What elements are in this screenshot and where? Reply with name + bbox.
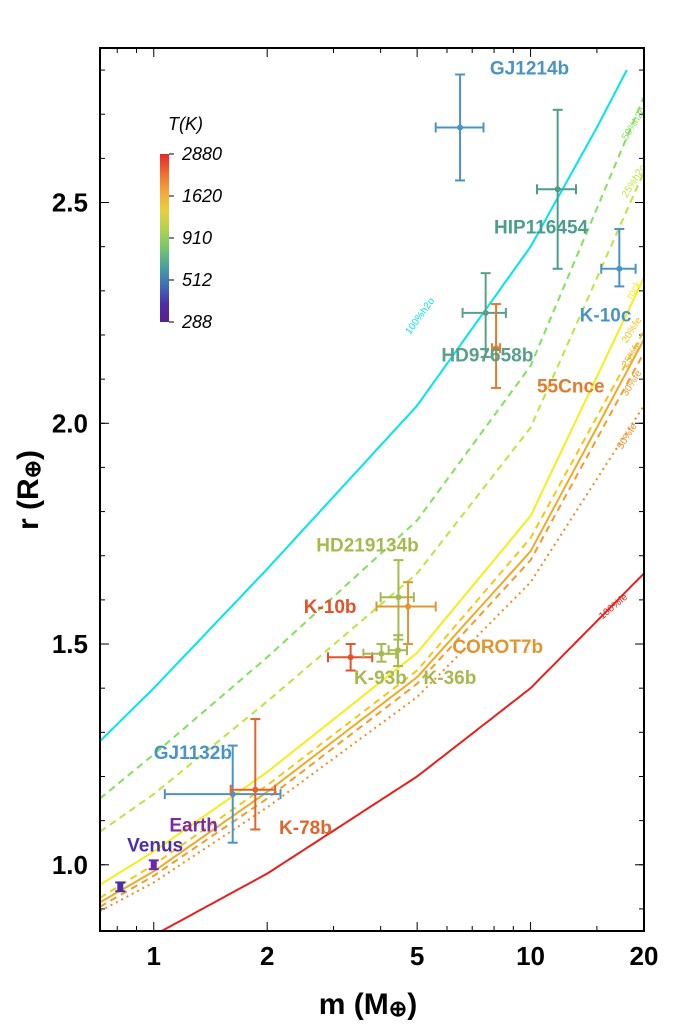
planet-label-HD219134b: HD219134b	[316, 535, 418, 556]
planet-point-K-10c	[600, 228, 637, 288]
planet-marker	[457, 124, 464, 131]
planet-label-GJ1214b: GJ1214b	[490, 58, 569, 79]
planet-point-HIP116454	[535, 108, 578, 270]
colorbar-title: T(K)	[168, 114, 203, 134]
planet-label-55Cnce: 55Cnce	[537, 376, 605, 397]
curve-rock	[100, 277, 644, 886]
planet-labels: GJ1214bHIP116454K-10cHD97658b55CnceHD219…	[127, 58, 632, 856]
planet-point-Earth	[148, 859, 159, 871]
y-tick-label: 1.0	[52, 850, 88, 880]
curve-label-50%fe: 50%fe	[615, 421, 640, 451]
curve-100%fe	[161, 572, 644, 931]
planet-marker	[493, 345, 500, 352]
planet-label-K-78b: K-78b	[279, 818, 332, 839]
planet-label-GJ1132b: GJ1132b	[154, 743, 232, 764]
curve-25%fe	[100, 338, 644, 904]
x-axis-title: m (M⊕)	[319, 988, 417, 1021]
colorbar-tick-label: 512	[182, 270, 212, 290]
colorbar-tick-labels: 2880 1620 910 512 288	[169, 144, 222, 332]
y-tick-label: 1.5	[52, 629, 88, 659]
planet-marker	[482, 309, 489, 316]
planet-marker	[252, 786, 259, 793]
composition-curves	[100, 69, 644, 931]
planet-points	[115, 73, 637, 893]
colorbar-tick-label: 288	[181, 312, 212, 332]
plot-frame	[99, 47, 645, 932]
x-tick-label: 5	[410, 941, 424, 971]
planet-label-COROT7b: COROT7b	[452, 637, 543, 658]
planet-marker	[554, 186, 561, 193]
planet-point-HD97658b	[461, 272, 507, 359]
tick-marks	[100, 48, 645, 931]
planet-label-Earth: Earth	[169, 816, 218, 837]
curve-100%h2o	[100, 69, 628, 742]
curve-25%h2o	[100, 171, 644, 833]
planet-point-Venus	[115, 881, 126, 893]
temperature-colorbar: T(K) 2880 1620 910 512 288	[160, 114, 222, 332]
planet-marker	[347, 654, 354, 661]
x-tick-label: 2	[260, 941, 274, 971]
planet-marker	[395, 647, 402, 654]
planet-label-K-93b: K-93b	[354, 668, 407, 689]
planet-marker	[378, 650, 385, 657]
planet-label-HD97658b: HD97658b	[441, 345, 533, 366]
planet-point-GJ1132b	[163, 744, 282, 844]
y-tick-label: 2.5	[52, 188, 88, 218]
curve-label-100%fe: 100%fe	[597, 592, 630, 623]
planet-label-K-10b: K-10b	[304, 597, 357, 618]
x-tick-label: 10	[516, 941, 545, 971]
curve-label-30%fe: 30%fe	[620, 368, 645, 398]
colorbar-tick-label: 1620	[182, 186, 222, 206]
y-axis-title: r (R⊕)	[12, 450, 45, 530]
planet-marker	[395, 594, 402, 601]
x-tick-label: 1	[147, 941, 161, 971]
colorbar-scale	[160, 154, 169, 322]
curve-30%fe	[100, 352, 644, 908]
y-tick-label: 2.0	[52, 408, 88, 438]
planet-label-K-36b: K-36b	[424, 668, 477, 689]
planet-label-K-10c: K-10c	[580, 306, 632, 327]
colorbar-tick-label: 2880	[181, 144, 222, 164]
x-tick-label: 20	[630, 941, 659, 971]
planet-marker	[117, 882, 124, 892]
planet-label-Venus: Venus	[127, 836, 183, 857]
curve-50%h2o	[100, 96, 644, 800]
planet-marker	[150, 860, 157, 870]
planet-point-COROT7b	[375, 581, 437, 646]
curve-20%fe	[100, 330, 644, 899]
planet-point-K-36b	[387, 634, 409, 668]
planet-point-K-10b	[326, 643, 374, 672]
planet-point-K-93b	[362, 643, 398, 663]
planet-point-GJ1214b	[434, 73, 485, 182]
tick-labels: 1 2 5 10 20 1.0 1.5 2.0 2.5	[52, 188, 659, 971]
planet-label-HIP116454: HIP116454	[494, 217, 588, 238]
planet-point-55Cnce	[490, 303, 502, 389]
planet-point-HD219134b	[379, 559, 415, 641]
planet-marker	[405, 603, 412, 610]
planet-point-K-78b	[229, 718, 277, 831]
curve-label-100%h2o: 100%h2o	[404, 296, 438, 337]
curve-label-25%fe: 25%fe	[620, 339, 645, 369]
colorbar-tick-label: 910	[182, 228, 212, 248]
planet-marker	[616, 265, 623, 272]
